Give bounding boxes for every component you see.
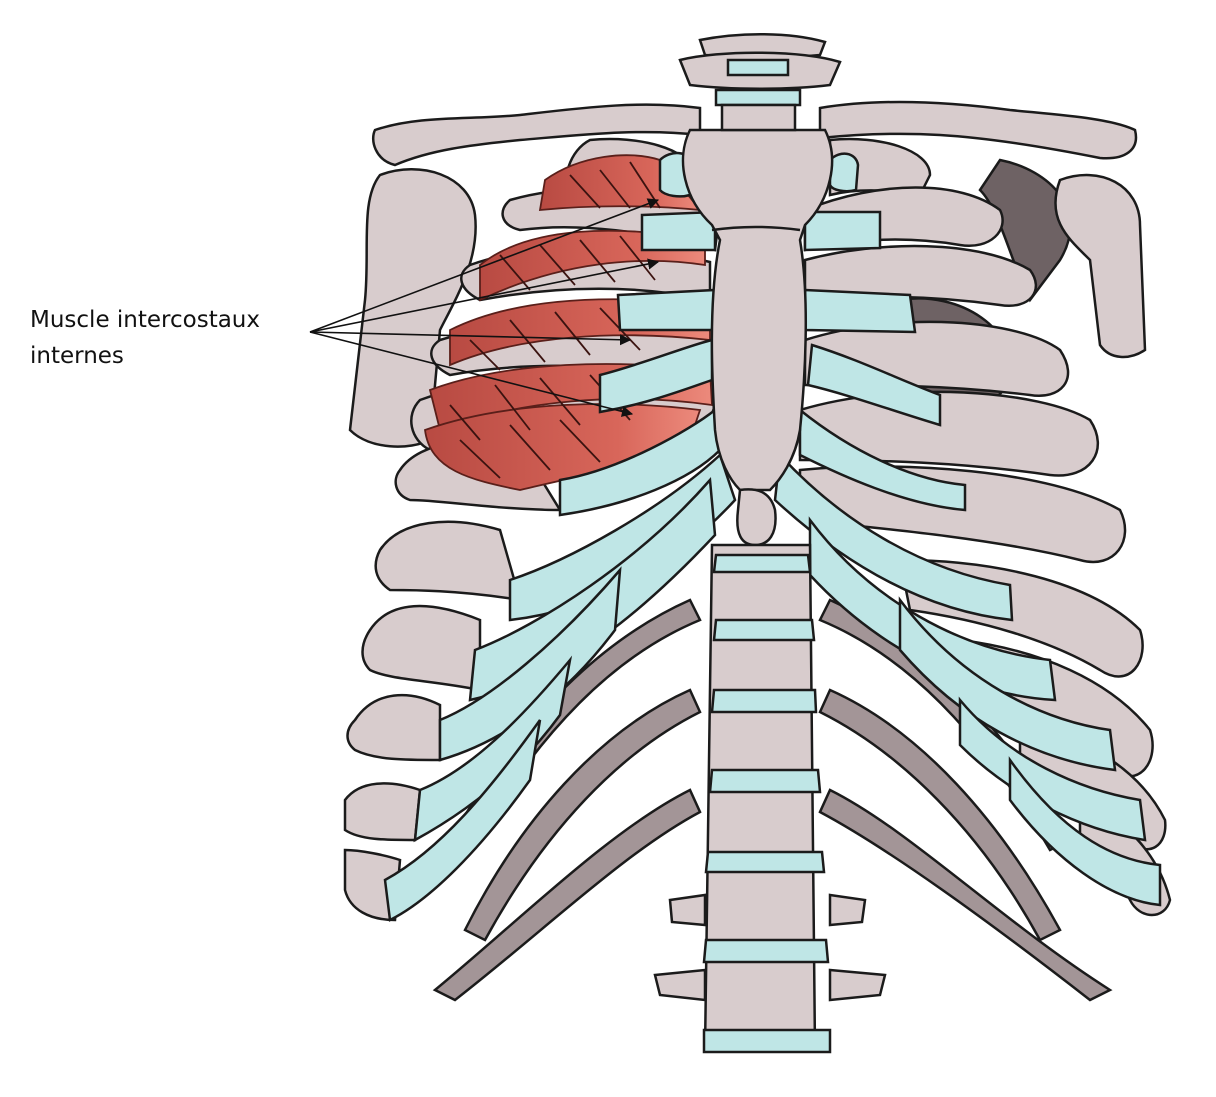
leader-line-4 xyxy=(309,331,634,417)
clavicles xyxy=(371,100,1138,167)
shoulders xyxy=(348,168,1147,448)
leader-line-1 xyxy=(309,198,660,333)
cervical-vertebrae xyxy=(678,33,842,132)
sternum xyxy=(681,128,834,547)
costal-cartilages xyxy=(383,151,1162,922)
leader-line-3 xyxy=(309,331,632,346)
intercostal-label: Muscle intercostaux internes xyxy=(30,302,260,374)
label-line-1: Muscle intercostaux xyxy=(30,307,260,333)
leader-lines xyxy=(309,198,660,417)
spine xyxy=(653,543,887,1054)
label-line-2: internes xyxy=(30,343,124,369)
leader-line-2 xyxy=(309,258,660,333)
